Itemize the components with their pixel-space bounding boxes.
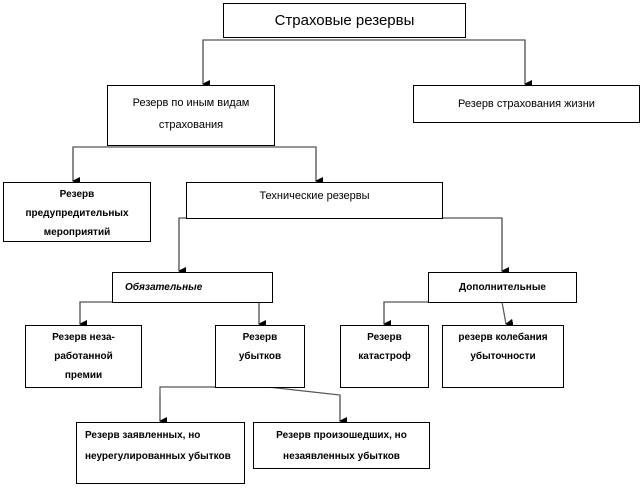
- node-technical-reserves: Технические резервы: [186, 182, 443, 219]
- node-label: Страховые резервы: [274, 12, 415, 29]
- node-reported-unsettled-reserve: Резерв заявленных, но неурегулированных …: [76, 422, 245, 484]
- node-label: Резерв катастроф: [358, 332, 411, 362]
- node-unearned-premium-reserve: Резерв неза-работанной премии: [25, 325, 142, 388]
- node-label: Обязательные: [125, 282, 203, 293]
- node-label: Резерв произошедших, но незаявленных убы…: [276, 430, 407, 462]
- node-loss-reserve: Резерв убытков: [215, 325, 305, 388]
- node-label: Резерв заявленных, но неурегулированных …: [85, 430, 231, 462]
- node-label: Дополнительные: [459, 282, 546, 293]
- node-incurred-unreported-reserve: Резерв произошедших, но незаявленных убы…: [253, 422, 430, 469]
- node-label: Резерв неза-работанной премии: [52, 332, 115, 381]
- node-additional: Дополнительные: [428, 272, 577, 303]
- node-label: Резерв страхования жизни: [458, 97, 595, 110]
- node-label: Резерв убытков: [238, 332, 282, 362]
- node-label: Технические резервы: [259, 190, 370, 202]
- connector-additional: [383, 301, 502, 324]
- connector-mandatory: [79, 301, 260, 324]
- node-label: Резерв по иным видам страхования: [132, 97, 250, 131]
- connector-other-types: [72, 146, 317, 181]
- connector-root: [202, 39, 526, 84]
- node-life-reserve: Резерв страхования жизни: [413, 85, 640, 123]
- connector-technical: [178, 217, 503, 271]
- connector-losses: [159, 386, 341, 421]
- node-label: Резерв предупредительных мероприятий: [25, 189, 129, 238]
- node-catastrophe-reserve: Резерв катастроф: [340, 325, 429, 388]
- node-mandatory: Обязательные: [112, 272, 273, 303]
- node-preventive-reserve: Резерв предупредительных мероприятий: [3, 182, 151, 242]
- node-label: резерв колебания убыточности: [458, 332, 548, 362]
- node-other-types-reserve: Резерв по иным видам страхования: [107, 85, 275, 146]
- node-loss-fluctuation-reserve: резерв колебания убыточности: [442, 325, 564, 388]
- node-insurance-reserves: Страховые резервы: [223, 3, 466, 38]
